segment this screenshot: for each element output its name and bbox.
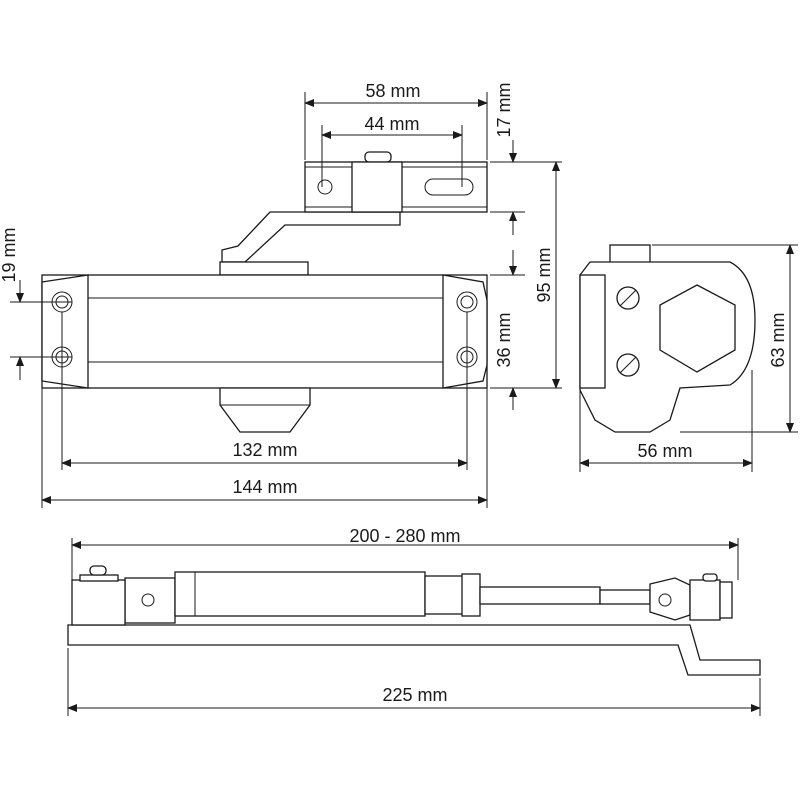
dim-19: 19 mm: [0, 227, 19, 282]
dim-95: 95 mm: [534, 247, 554, 302]
dim-36: 36 mm: [494, 312, 514, 367]
closer-body-side: [579, 244, 756, 433]
dim-58: 58 mm: [365, 81, 420, 101]
dim-17: 17 mm: [494, 82, 514, 137]
dim-arm-range: 200 - 280 mm: [349, 526, 460, 546]
closer-body-front: [41, 151, 488, 433]
closer-arm: [67, 565, 761, 676]
dim-56: 56 mm: [637, 441, 692, 461]
dimension-lines: [10, 92, 798, 716]
dim-132: 132 mm: [232, 440, 297, 460]
dim-144: 144 mm: [232, 477, 297, 497]
dim-225: 225 mm: [382, 685, 447, 705]
dim-44: 44 mm: [364, 114, 419, 134]
dim-63: 63 mm: [768, 312, 788, 367]
